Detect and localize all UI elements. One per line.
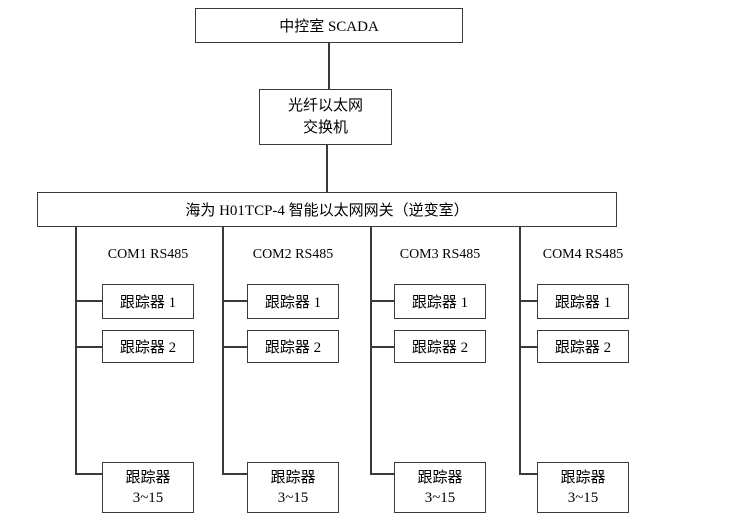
tracker-label: 跟踪器 1: [554, 295, 612, 311]
com2-node-tracker-2: 跟踪器 2: [247, 330, 339, 363]
tracker-label: 跟踪器 2: [119, 340, 177, 356]
tracker-range-line1: 跟踪器: [125, 469, 171, 486]
com2-column: COM2 RS485 跟踪器 1 跟踪器 2 跟踪器 3~15: [222, 227, 339, 525]
com3-node-tracker-2: 跟踪器 2: [394, 330, 486, 363]
com4-node-tracker-2: 跟踪器 2: [537, 330, 629, 363]
node-fiber-ethernet-switch: 光纤以太网 交换机: [259, 89, 392, 145]
tracker-range-line2: 3~15: [277, 489, 309, 506]
com1-stub-tracker-range: [75, 473, 102, 475]
com1-bus-line: [75, 227, 77, 474]
com1-port-label: COM1 RS485: [107, 247, 189, 262]
tracker-range-line1: 跟踪器: [270, 469, 316, 486]
com4-node-tracker-range: 跟踪器 3~15: [537, 462, 629, 513]
com1-stub-tracker1: [75, 300, 102, 302]
com4-column: COM4 RS485 跟踪器 1 跟踪器 2 跟踪器 3~15: [519, 227, 629, 525]
tracker-range-line2: 3~15: [567, 489, 599, 506]
com2-bus-line: [222, 227, 224, 474]
com1-column: COM1 RS485 跟踪器 1 跟踪器 2 跟踪器 3~15: [75, 227, 194, 525]
com2-stub-tracker-range: [222, 473, 247, 475]
tracker-label: 跟踪器 1: [411, 295, 469, 311]
tracker-range-line1: 跟踪器: [560, 469, 606, 486]
connector-switch-to-gateway: [326, 145, 328, 192]
com4-stub-tracker-range: [519, 473, 537, 475]
com2-port-label: COM2 RS485: [252, 247, 334, 262]
com1-node-tracker-1: 跟踪器 1: [102, 284, 194, 319]
com3-node-tracker-1: 跟踪器 1: [394, 284, 486, 319]
com1-node-tracker-range: 跟踪器 3~15: [102, 462, 194, 513]
com2-node-tracker-range: 跟踪器 3~15: [247, 462, 339, 513]
com3-port-label: COM3 RS485: [399, 247, 481, 262]
com2-stub-tracker2: [222, 346, 247, 348]
com3-node-tracker-range: 跟踪器 3~15: [394, 462, 486, 513]
com4-port-label: COM4 RS485: [542, 247, 624, 262]
com3-stub-tracker2: [370, 346, 394, 348]
com1-node-tracker-2: 跟踪器 2: [102, 330, 194, 363]
tracker-range-line2: 3~15: [132, 489, 164, 506]
node-scada-control-room: 中控室 SCADA: [195, 8, 463, 43]
com1-stub-tracker2: [75, 346, 102, 348]
node-switch-label-line2: 交换机: [302, 120, 348, 136]
com4-bus-line: [519, 227, 521, 474]
com3-stub-tracker1: [370, 300, 394, 302]
tracker-label: 跟踪器 1: [119, 295, 177, 311]
node-switch-label-line1: 光纤以太网: [287, 98, 363, 114]
node-ethernet-gateway: 海为 H01TCP-4 智能以太网网关（逆变室）: [37, 192, 617, 227]
com3-stub-tracker-range: [370, 473, 394, 475]
com4-stub-tracker2: [519, 346, 537, 348]
tracker-label: 跟踪器 1: [264, 295, 322, 311]
com3-column: COM3 RS485 跟踪器 1 跟踪器 2 跟踪器 3~15: [370, 227, 486, 525]
connector-scada-to-switch: [328, 43, 330, 89]
com4-stub-tracker1: [519, 300, 537, 302]
node-scada-label: 中控室 SCADA: [279, 19, 379, 35]
com2-node-tracker-1: 跟踪器 1: [247, 284, 339, 319]
tracker-range-line2: 3~15: [424, 489, 456, 506]
tracker-range-line1: 跟踪器: [417, 469, 463, 486]
node-gateway-label: 海为 H01TCP-4 智能以太网网关（逆变室）: [185, 203, 469, 219]
tracker-label: 跟踪器 2: [264, 340, 322, 356]
com2-stub-tracker1: [222, 300, 247, 302]
tracker-label: 跟踪器 2: [554, 340, 612, 356]
tracker-label: 跟踪器 2: [411, 340, 469, 356]
com4-node-tracker-1: 跟踪器 1: [537, 284, 629, 319]
com3-bus-line: [370, 227, 372, 474]
